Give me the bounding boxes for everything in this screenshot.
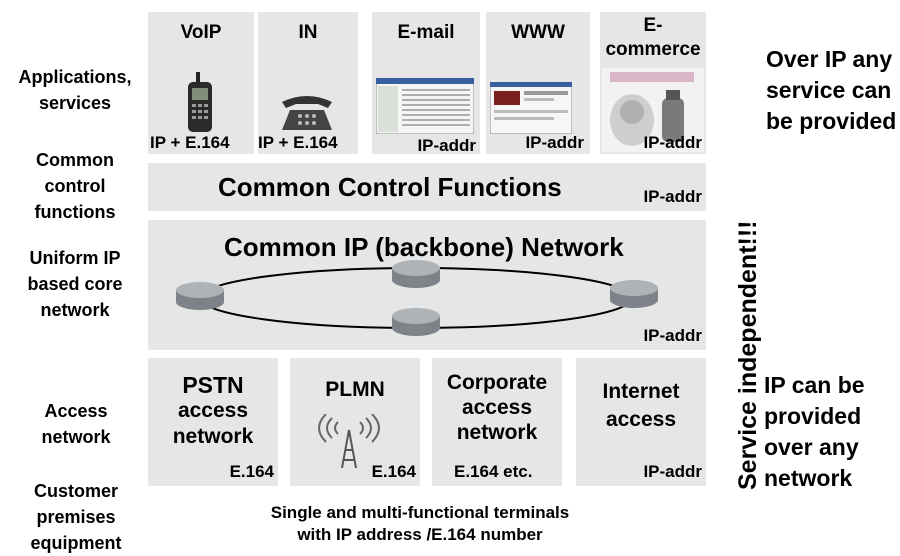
router-icon [176, 282, 224, 310]
bottom-terminals-text: Single and multi-functional terminals wi… [270, 503, 570, 544]
app-title: E- commerce [605, 15, 701, 60]
access-corporate: Corporate access network E.164 etc. [432, 358, 562, 486]
mobile-phone-icon [188, 72, 212, 132]
access-plmn: PLMN E.164 [290, 358, 420, 486]
app-title: WWW [511, 22, 565, 43]
app-email: E-mail IP-addr [372, 12, 480, 155]
label-cpe: Customer premises equipment [30, 481, 122, 553]
app-title: IN [298, 22, 318, 43]
right-bottom-text: IP can be provided over any network [764, 372, 865, 491]
app-in: IN IP + E.164 [258, 12, 358, 154]
ecommerce-product-icon [602, 68, 704, 152]
telephone-icon [282, 96, 332, 130]
email-screenshot-icon [376, 78, 474, 134]
access-addr: E.164 etc. [454, 462, 533, 481]
access-title: Corporate access network [446, 371, 548, 444]
access-title: Internet access [602, 380, 680, 431]
label-applications: Applications, services [18, 67, 132, 113]
service-independent-text: Service independent!!! [734, 220, 762, 491]
core-band-addr: IP-addr [643, 326, 702, 345]
control-band-title: Common Control Functions [218, 172, 562, 202]
access-title: PSTN access network [172, 372, 254, 448]
label-access: Access network [41, 401, 111, 447]
access-internet: Internet access IP-addr [576, 358, 706, 486]
router-icon [392, 260, 440, 288]
label-control: Common control functions [34, 150, 116, 222]
app-addr: IP + E.164 [258, 133, 338, 152]
app-voip: VoIP IP + E.164 [148, 12, 254, 154]
app-www: WWW IP-addr [486, 12, 590, 154]
backbone-ring [176, 260, 658, 336]
core-band: Common IP (backbone) Network IP-addr [148, 220, 706, 350]
app-addr: IP-addr [525, 133, 584, 152]
app-title: E-mail [397, 22, 455, 43]
app-addr: IP-addr [643, 133, 702, 152]
web-browser-icon [490, 82, 572, 134]
control-band: Common Control Functions IP-addr [148, 163, 706, 211]
antenna-icon [318, 414, 380, 469]
router-icon [392, 308, 440, 336]
router-icon [610, 280, 658, 308]
app-addr: IP + E.164 [150, 133, 230, 152]
access-addr: E.164 [229, 462, 274, 481]
app-ecommerce: E- commerce IP-addr [600, 12, 706, 154]
label-core: Uniform IP based core network [27, 248, 123, 320]
core-band-title: Common IP (backbone) Network [224, 232, 624, 262]
access-title: PLMN [325, 378, 385, 401]
access-addr: IP-addr [643, 462, 702, 481]
app-addr: IP-addr [417, 136, 476, 155]
app-title: VoIP [180, 22, 222, 43]
access-addr: E.164 [371, 462, 416, 481]
access-pstn: PSTN access network E.164 [148, 358, 278, 486]
control-band-addr: IP-addr [643, 187, 702, 206]
right-top-text: Over IP any service can be provided [766, 46, 897, 134]
